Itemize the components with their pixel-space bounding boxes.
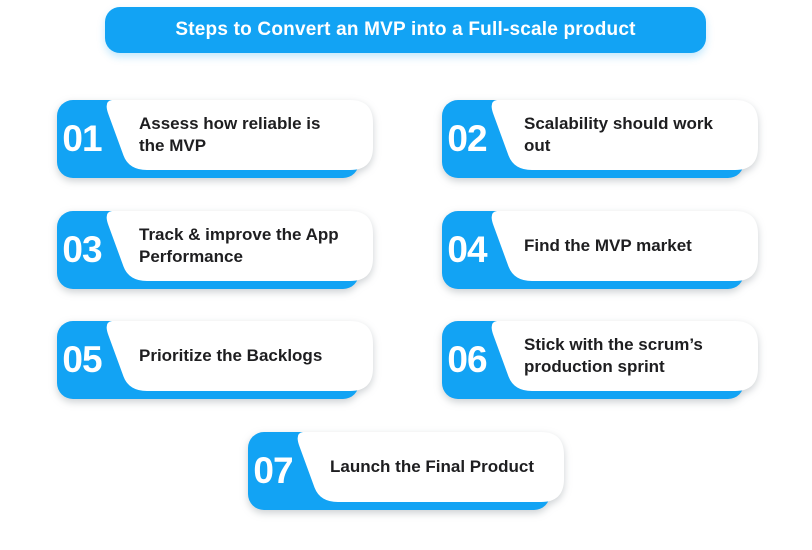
step-title-line: Prioritize the Backlogs [139,346,323,365]
step-title-line: Find the MVP market [524,236,692,255]
step-number: 05 [62,339,102,380]
step-number: 06 [447,339,487,380]
step-card-shape [57,321,374,399]
step-card-6: 06 Stick with the scrum’s production spr… [442,321,758,399]
step-title: Track & improve the App Performance [139,211,369,281]
step-title: Assess how reliable is the MVP [139,100,369,170]
step-card-shape [442,321,758,399]
step-title-line: the MVP [139,136,207,155]
step-title: Launch the Final Product [330,432,560,502]
step-title-line: Launch the Final Product [330,457,535,476]
step-card-4: 04 Find the MVP market [442,211,758,289]
step-title-line: production sprint [524,357,665,376]
step-card-3: 03 Track & improve the App Performance [57,211,374,289]
step-title: Stick with the scrum’s production sprint [524,321,754,391]
step-card-shape [57,211,374,289]
step-card-7: 07 Launch the Final Product [248,432,564,510]
step-card-shape [248,432,564,510]
step-card-5: 05 Prioritize the Backlogs [57,321,374,399]
step-card-2: 02 Scalability should work out [442,100,758,178]
step-number: 03 [62,229,102,270]
step-card-shape [442,100,758,178]
step-card-shape [57,100,374,178]
step-number: 07 [253,450,293,491]
step-number: 04 [447,229,487,270]
step-title-line: out [524,136,551,155]
page-title: Steps to Convert an MVP into a Full-scal… [175,19,636,40]
step-card-1: 01 Assess how reliable is the MVP [57,100,374,178]
step-title-line: Stick with the scrum’s [524,335,703,354]
title-banner: Steps to Convert an MVP into a Full-scal… [105,7,706,53]
step-title-line: Track & improve the App [139,225,339,244]
step-number: 01 [62,118,102,159]
step-title: Prioritize the Backlogs [139,321,369,391]
step-title: Find the MVP market [524,211,754,281]
step-title: Scalability should work out [524,100,754,170]
step-title-line: Scalability should work [524,114,713,133]
step-number: 02 [447,118,487,159]
step-title-line: Assess how reliable is [139,114,321,133]
step-card-shape [442,211,758,289]
step-title-line: Performance [139,247,243,266]
